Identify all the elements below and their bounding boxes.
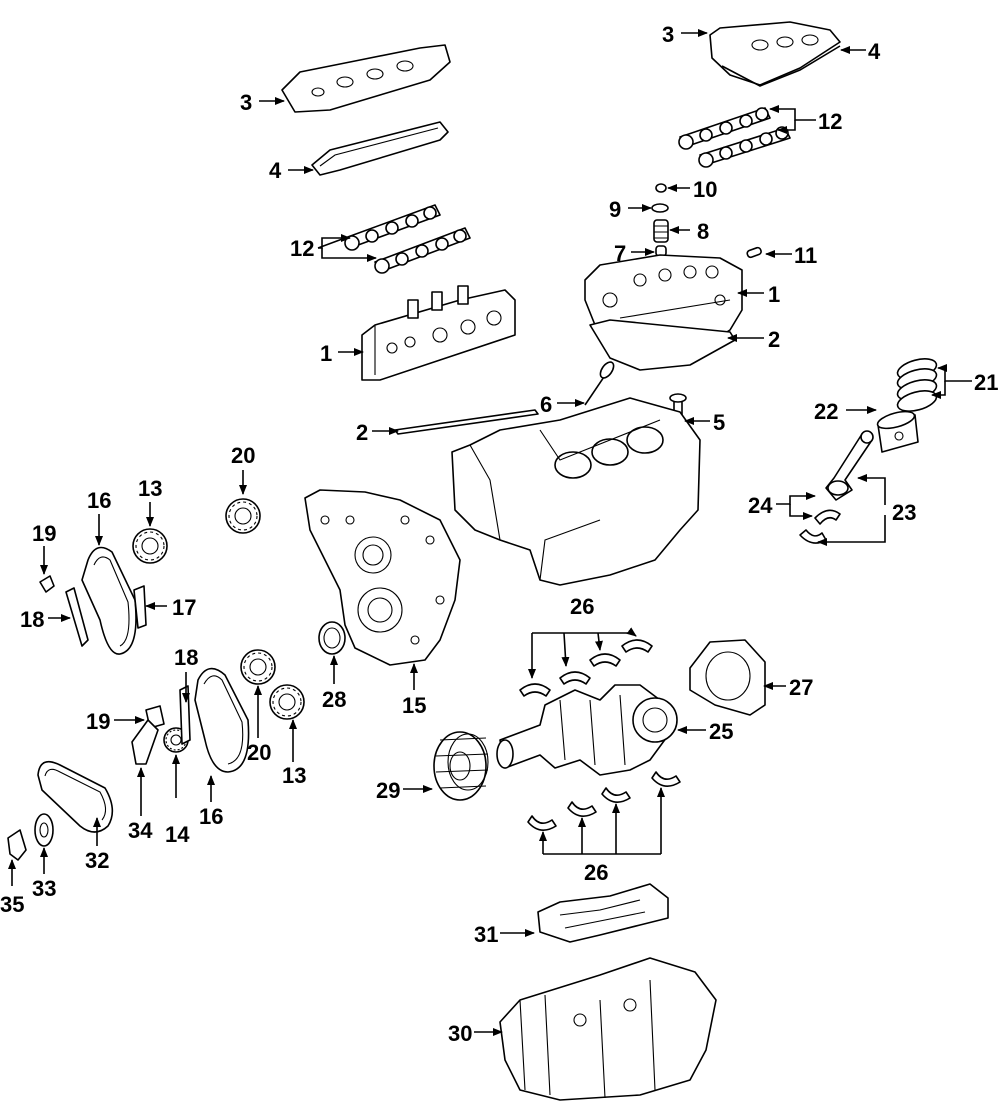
- camshaft-left-lower: [374, 227, 471, 274]
- cam-sprocket-20-top: [225, 498, 261, 534]
- callout-11: 11: [794, 243, 817, 268]
- callout-1-right: 1: [768, 282, 780, 307]
- callout-20-top: 20: [231, 443, 255, 468]
- piston-rings: [896, 358, 938, 412]
- callout-35: 35: [0, 892, 24, 917]
- chain-guide-18-mid: [179, 685, 191, 745]
- callout-6: 6: [540, 392, 552, 417]
- callout-20-mid: 20: [247, 740, 271, 765]
- crankshaft: [496, 684, 678, 776]
- chain-guide-34: [131, 719, 159, 765]
- callout-23: 23: [892, 500, 916, 525]
- callout-4-left: 4: [269, 158, 282, 183]
- callout-12-left: 12: [290, 236, 314, 261]
- valve-spring: [653, 219, 669, 243]
- callout-19-mid: 19: [86, 709, 110, 734]
- camshaft-left-upper: [344, 204, 441, 251]
- main-bearings-upper: [519, 639, 653, 697]
- front-crank-seal: [318, 621, 346, 655]
- camshaft-right-upper: [678, 107, 771, 150]
- timing-chain-top: [81, 546, 137, 655]
- callout-5: 5: [713, 410, 725, 435]
- callout-27: 27: [789, 675, 813, 700]
- callout-18-top: 18: [20, 607, 44, 632]
- crank-sprocket-33: [34, 813, 54, 847]
- timing-chain-mid: [194, 667, 250, 773]
- rod-bearing-lower: [799, 529, 827, 544]
- callout-26-bottom: 26: [584, 860, 608, 885]
- connecting-rod: [825, 430, 874, 501]
- callout-8: 8: [697, 219, 709, 244]
- callout-26-top: 26: [570, 594, 594, 619]
- callout-2-right: 2: [768, 327, 780, 352]
- callout-25: 25: [709, 719, 733, 744]
- head-gasket-right: [589, 319, 736, 371]
- callout-30: 30: [448, 1021, 472, 1046]
- crank-pulley: [433, 731, 489, 801]
- callout-12-right: 12: [818, 109, 842, 134]
- callout-3-left: 3: [240, 90, 252, 115]
- callout-33: 33: [32, 876, 56, 901]
- callout-9: 9: [609, 197, 621, 222]
- main-bearings-lower: [527, 771, 681, 831]
- callout-3-right: 3: [662, 22, 674, 47]
- timing-cover: [304, 489, 461, 666]
- callout-21: 21: [974, 370, 998, 395]
- callout-28: 28: [322, 687, 346, 712]
- callout-24: 24: [748, 493, 773, 518]
- callout-31: 31: [474, 922, 498, 947]
- callout-19-top: 19: [32, 521, 56, 546]
- callout-14: 14: [165, 822, 190, 847]
- callout-7: 7: [614, 241, 626, 266]
- callout-13-top: 13: [138, 476, 162, 501]
- cam-sprocket-20-mid: [240, 649, 276, 685]
- chain-tensioner-35: [7, 829, 27, 861]
- cam-sprocket-13-mid: [269, 684, 305, 720]
- callout-13-mid: 13: [282, 763, 306, 788]
- chain-tensioner-top: [39, 575, 55, 593]
- camshaft-right-lower: [698, 126, 791, 168]
- callout-4-right: 4: [868, 39, 881, 64]
- callout-16-mid: 16: [199, 804, 223, 829]
- valve-cover-right: [709, 21, 841, 87]
- oil-pan-baffle: [537, 883, 669, 943]
- oil-pan: [499, 957, 717, 1101]
- valve-cover-left: [281, 44, 451, 113]
- callout-29: 29: [376, 778, 400, 803]
- valve-lock: [655, 183, 667, 193]
- callout-32: 32: [85, 848, 109, 873]
- timing-chain-bottom: [37, 760, 114, 833]
- rear-main-seal: [689, 639, 766, 716]
- callout-2-left: 2: [356, 420, 368, 445]
- valve-spring-retainer: [651, 203, 669, 213]
- cylinder-head-left: [361, 285, 516, 381]
- callout-16-top: 16: [87, 488, 111, 513]
- chain-guide-17: [133, 585, 147, 629]
- rod-bearing-upper: [814, 509, 841, 525]
- intake-valve: [584, 361, 615, 406]
- callout-10: 10: [693, 177, 717, 202]
- valve-cover-gasket-left: [311, 121, 449, 176]
- piston: [876, 410, 919, 453]
- callout-18-mid: 18: [174, 645, 198, 670]
- cam-sprocket-13-top: [132, 528, 168, 564]
- callout-34: 34: [128, 818, 153, 843]
- engine-block: [451, 397, 701, 586]
- callout-17: 17: [172, 595, 196, 620]
- chain-guide-18-top: [65, 587, 89, 647]
- valve-lifter: [746, 246, 762, 259]
- callout-1-left: 1: [320, 341, 332, 366]
- callout-22: 22: [814, 399, 838, 424]
- callout-15: 15: [402, 693, 426, 718]
